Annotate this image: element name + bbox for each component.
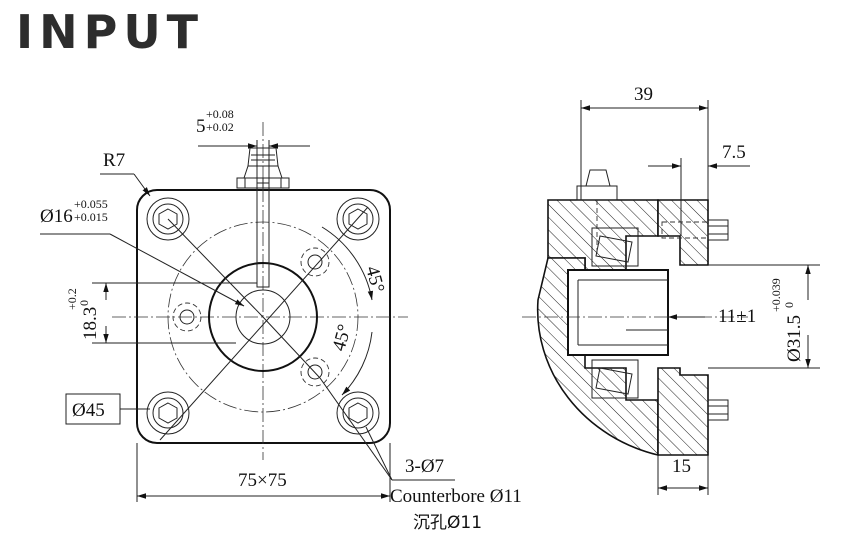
bore-outer	[208, 262, 318, 372]
dim-pilot-lower: 0	[782, 302, 796, 308]
side-bolt-lower	[707, 399, 729, 421]
dim-step: 7.5	[722, 142, 746, 163]
dim-square: 75×75	[238, 470, 287, 491]
flange-plate	[136, 189, 391, 444]
mount-hole-lower	[300, 357, 330, 387]
dim-bore-lower: +0.015	[74, 210, 108, 224]
dim-bore-diameter: Ø16	[40, 206, 73, 227]
dim-key-height-upper: +0.2	[65, 288, 79, 310]
front-view: 5 +0.08 +0.02 R7 Ø16 +0.055 +0.015 18.3 …	[40, 107, 522, 533]
dim-counterbore-cn: 沉孔Ø11	[413, 513, 482, 533]
dim-depth: 39	[634, 84, 653, 105]
page-title: INPUT	[16, 5, 205, 59]
dim-pilot-diameter: Ø31.5	[784, 315, 805, 362]
dim-pilot-upper: +0.039	[769, 278, 783, 312]
grease-screw	[576, 169, 618, 255]
side-view: 39 7.5 11±1 Ø31.5 +0.039 0 15	[522, 84, 820, 495]
dim-shaft-len: 11±1	[718, 306, 756, 327]
dim-counterbore: Counterbore Ø11	[390, 486, 522, 507]
corner-bolt-tl	[146, 197, 190, 241]
mount-hole-upper	[300, 247, 330, 277]
dim-corner-radius: R7	[103, 150, 125, 171]
dim-flange: 15	[672, 456, 691, 477]
pitch-circle	[167, 221, 359, 413]
dim-slot-width-upper: +0.08	[206, 107, 234, 121]
dim-bore-upper: +0.055	[74, 197, 108, 211]
grease-nipple	[236, 147, 290, 189]
dim-key-height-lower: 0	[77, 300, 91, 306]
corner-bolt-tr	[336, 197, 380, 241]
mount-hole-left	[172, 302, 202, 332]
dim-angle-lower: 45°	[329, 322, 356, 353]
bearing-lower	[591, 359, 639, 399]
corner-bolt-br	[336, 391, 380, 435]
shaft	[567, 269, 669, 356]
bore-inner	[235, 289, 291, 345]
corner-bolt-bl	[146, 391, 190, 435]
dim-slot-width-lower: +0.02	[206, 120, 234, 134]
side-bolt-upper	[661, 219, 729, 241]
dim-key-height: 18.3	[80, 307, 101, 340]
housing-section	[536, 257, 659, 457]
dim-holes: 3-Ø7	[405, 456, 444, 477]
dim-pcd: Ø45	[72, 400, 105, 421]
dim-slot-width: 5	[196, 116, 206, 137]
dim-angle-upper: 45°	[361, 264, 388, 295]
